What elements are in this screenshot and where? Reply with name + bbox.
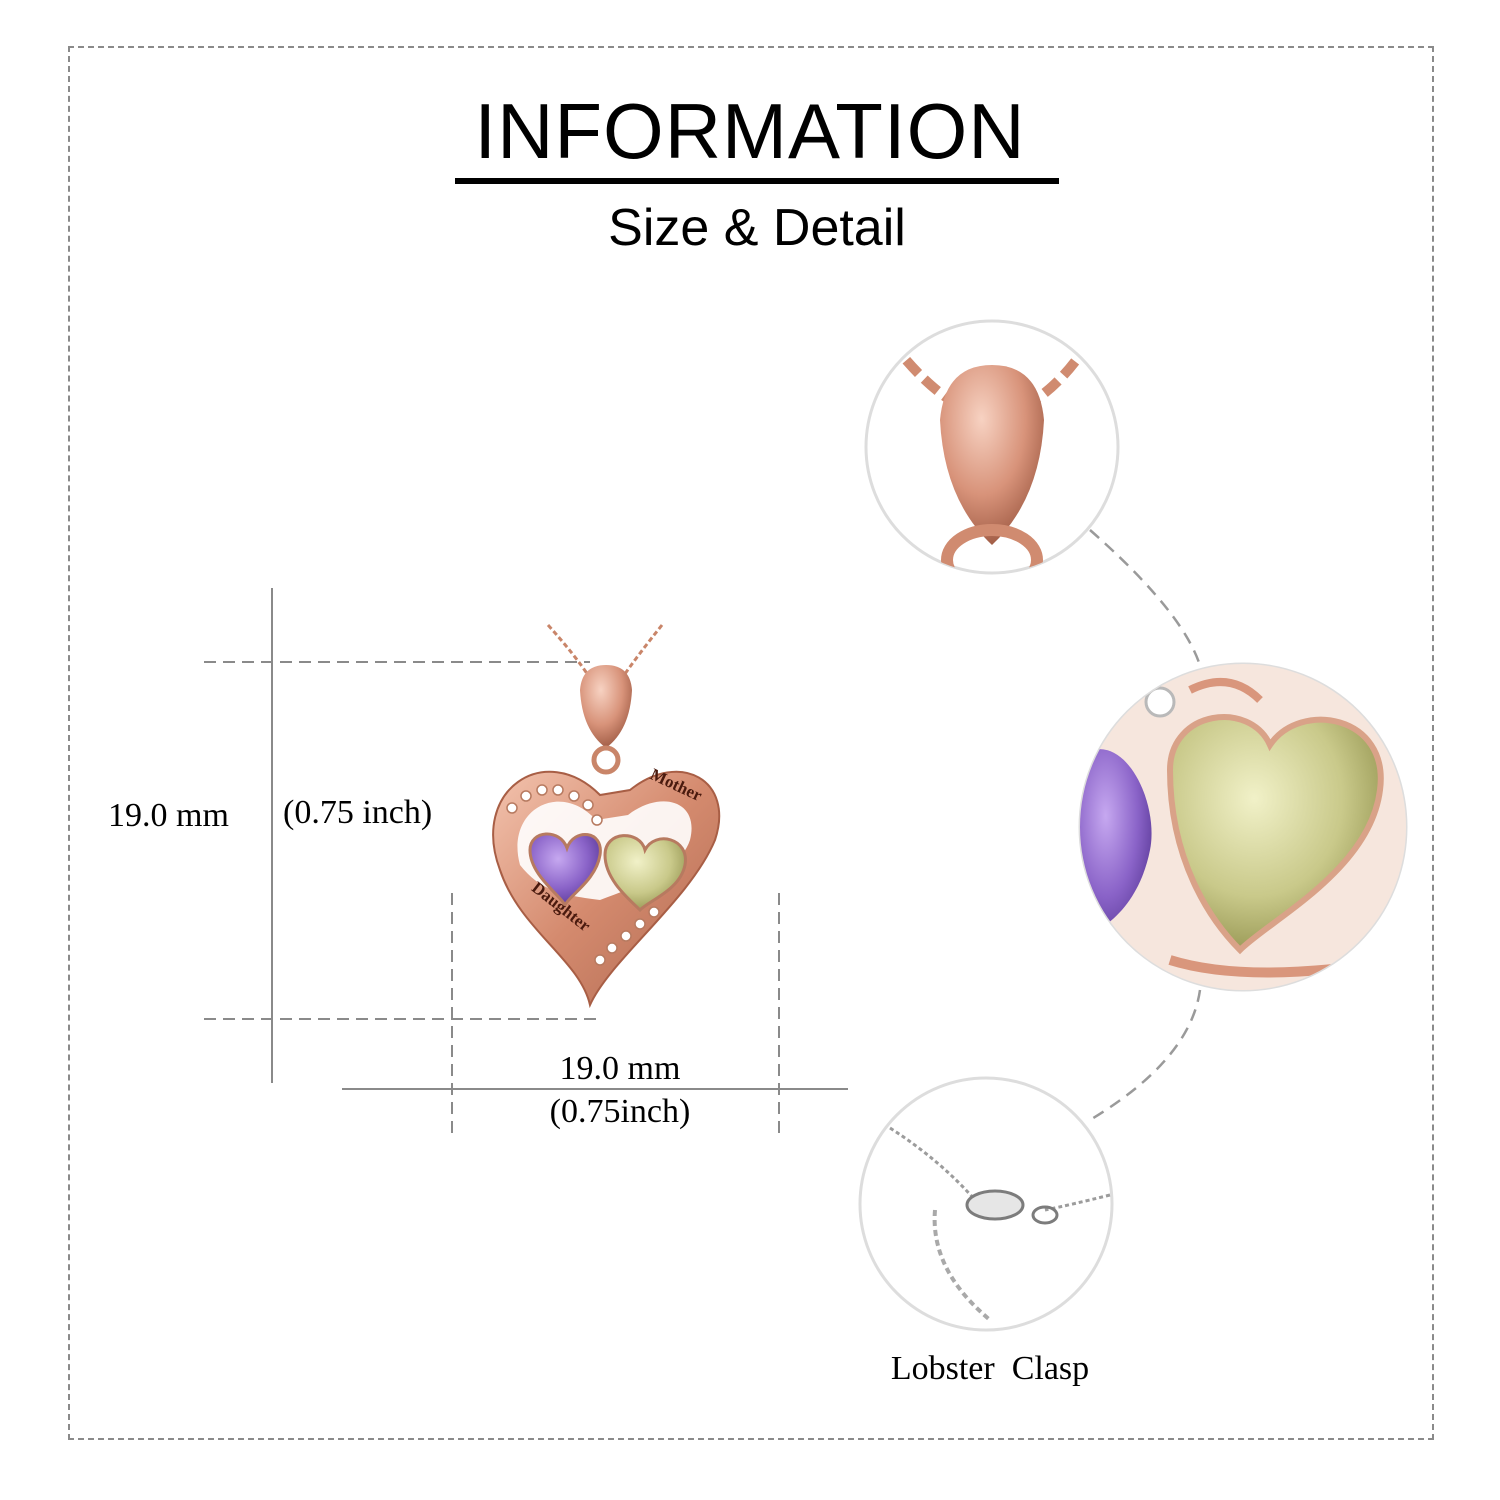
page-title: INFORMATION (474, 87, 1026, 175)
connector-arc (1089, 529, 1206, 1122)
dimension-guides (204, 588, 848, 1140)
height-mm-label: 19.0 mm (108, 797, 229, 834)
width-mm-label: 19.0 mm (559, 1050, 681, 1087)
title-underline (455, 178, 1059, 184)
bail-detail-circle (864, 319, 1120, 575)
height-inch-label: (0.75 inch) (283, 794, 433, 831)
stone-detail-circle (1078, 662, 1408, 992)
clasp-label: Lobster Clasp (890, 1350, 1090, 1387)
width-inch-label: (0.75inch) (549, 1093, 691, 1130)
page-subtitle: Size & Detail (608, 199, 906, 257)
clasp-detail-circle (858, 1076, 1114, 1332)
dashed-frame (68, 46, 1434, 1440)
pendant-necklace: Mother Daughter (492, 623, 721, 1009)
